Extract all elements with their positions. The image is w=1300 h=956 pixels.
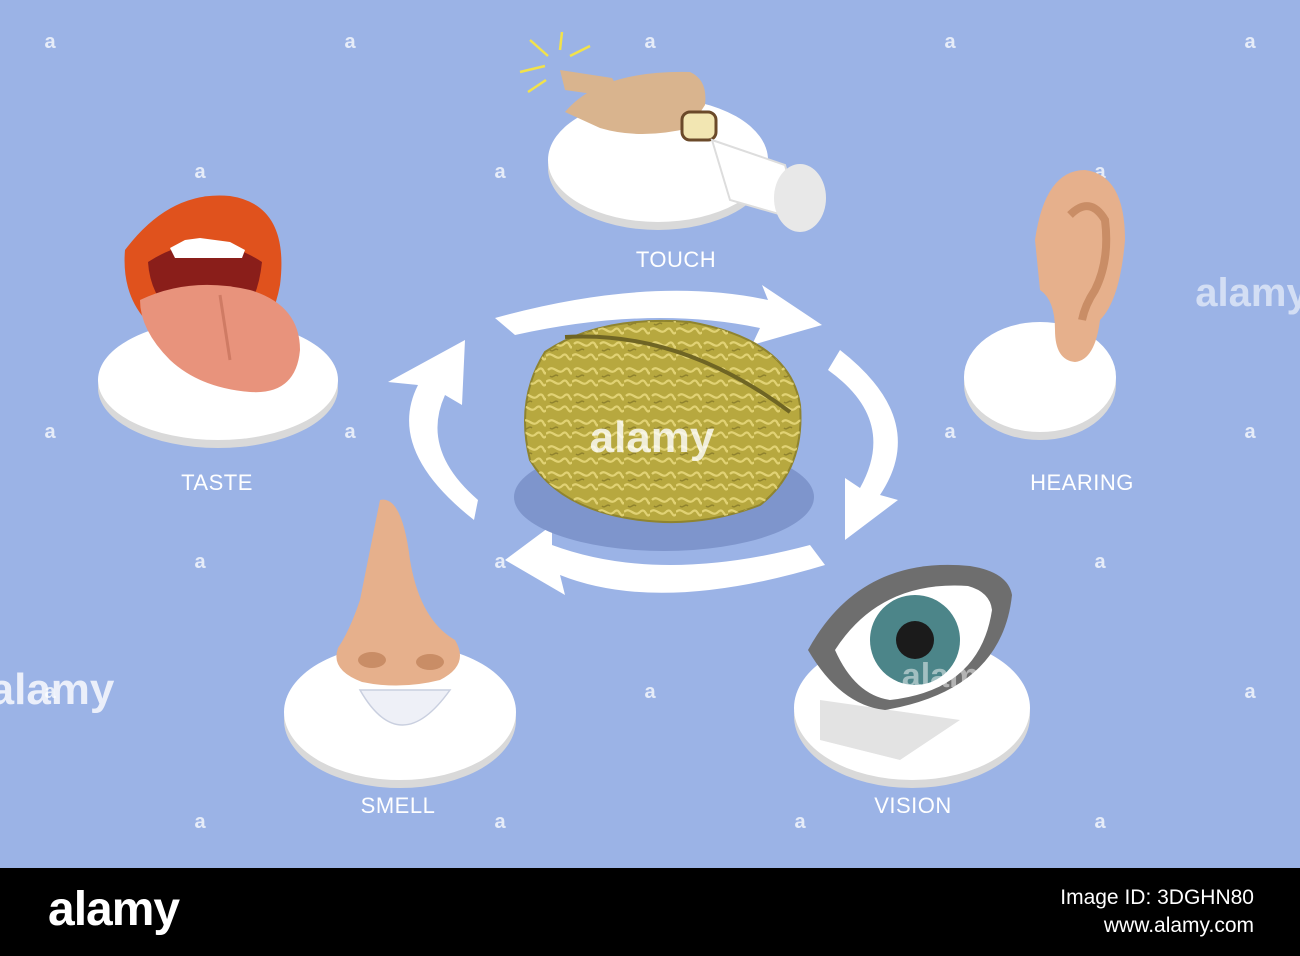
watermark-glyph: a (494, 811, 506, 833)
svg-text:alamy: alamy (1195, 271, 1300, 315)
arrow-right (828, 350, 898, 540)
touch-icon (519, 31, 826, 232)
watermark-glyph: a (644, 31, 656, 53)
hearing-label: HEARING (1030, 470, 1134, 495)
watermark-glyph: a (944, 421, 956, 443)
watermark-large: alamy alamy alamy alamy (0, 271, 1300, 714)
watermark-glyph: a (44, 681, 56, 703)
smell-label: SMELL (360, 793, 436, 818)
watermark-glyph: a (44, 31, 56, 53)
watermark-glyph: a (944, 31, 956, 53)
vision-icon (794, 564, 1030, 788)
svg-text:alamy: alamy (0, 665, 115, 714)
hearing-icon (964, 170, 1125, 440)
brain-icon (514, 319, 814, 551)
arrow-left (388, 340, 478, 520)
infographic-canvas: aaaaaaaaaaaaaaaaaaaaaaaaaaa (0, 31, 1300, 833)
vision-label: VISION (874, 793, 952, 818)
watermark-glyph: a (1244, 681, 1256, 703)
watermark-glyph: a (344, 31, 356, 53)
watermark-glyph: a (1094, 811, 1106, 833)
watermark-glyph: a (794, 811, 806, 833)
watermark-glyph: a (344, 421, 356, 443)
watermark-glyph: a (494, 161, 506, 183)
image-id: Image ID: 3DGHN80 www.alamy.com (1060, 884, 1254, 940)
watermark-glyph: a (644, 681, 656, 703)
watermark-glyph: a (494, 551, 506, 573)
taste-icon (98, 195, 338, 448)
watermark-glyph: a (194, 811, 206, 833)
alamy-logo: alamy (48, 883, 180, 936)
image-id-line: Image ID: 3DGHN80 (1060, 886, 1254, 909)
svg-text:alamy: alamy (590, 413, 715, 462)
watermark-glyph: a (1244, 31, 1256, 53)
arrow-top (495, 285, 822, 345)
smell-icon (284, 499, 516, 788)
watermark-glyph: a (194, 161, 206, 183)
arrow-bottom (505, 525, 825, 595)
website-line: www.alamy.com (1103, 914, 1254, 937)
watermark-glyph: a (1244, 421, 1256, 443)
watermark-glyph: a (44, 421, 56, 443)
watermark-glyph: a (1094, 551, 1106, 573)
touch-label: TOUCH (635, 247, 717, 272)
watermark-glyph: a (194, 551, 206, 573)
five-senses-illustration: aaaaaaaaaaaaaaaaaaaaaaaaaaa (0, 31, 1300, 833)
svg-text:alamy: alamy (902, 657, 998, 695)
cycle-arrows (388, 285, 898, 595)
stock-footer: alamy Image ID: 3DGHN80 www.alamy.com (0, 868, 1300, 956)
taste-label: TASTE (181, 470, 253, 495)
